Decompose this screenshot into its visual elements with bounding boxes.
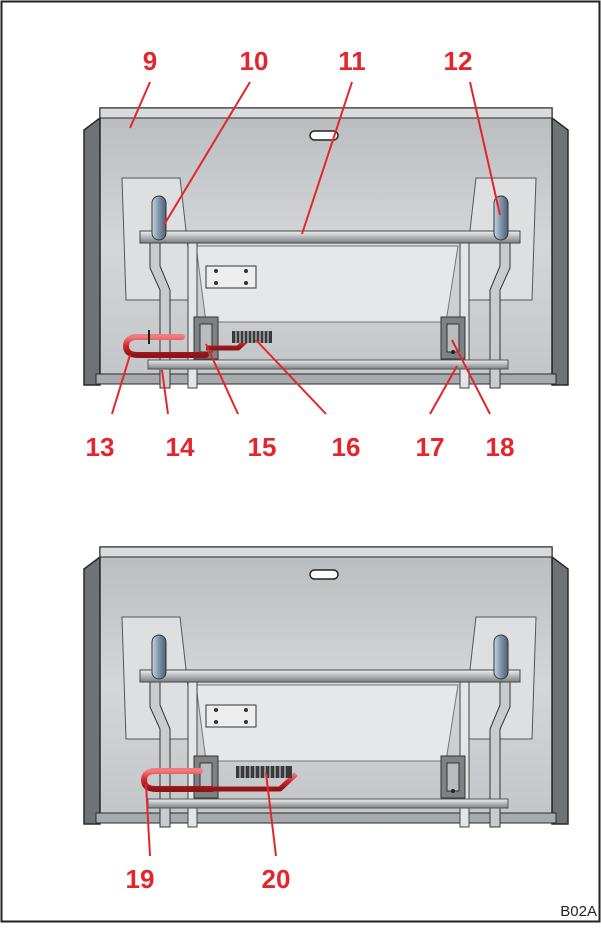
leader-16 <box>255 339 327 415</box>
callout-numbers: 9 10 11 12 13 14 15 16 17 18 19 20 <box>86 46 515 894</box>
callout-14: 14 <box>166 432 195 462</box>
leader-17 <box>429 365 458 415</box>
callout-18: 18 <box>486 432 515 462</box>
leader-19 <box>145 783 151 857</box>
leader-18 <box>451 339 491 415</box>
callout-19: 19 <box>126 864 155 894</box>
callout-13: 13 <box>86 432 115 462</box>
bucket-bottom <box>83 546 569 828</box>
leader-lines <box>111 81 501 857</box>
figure-code: B02A <box>560 903 597 920</box>
leader-10 <box>163 81 251 226</box>
locking-rod-bottom <box>140 766 446 792</box>
callout-17: 17 <box>416 432 445 462</box>
callout-16: 16 <box>332 432 361 462</box>
locking-rod-top <box>122 330 446 358</box>
leader-9 <box>129 81 151 129</box>
leader-20 <box>265 772 277 857</box>
callout-12: 12 <box>444 46 473 76</box>
callout-10: 10 <box>240 46 269 76</box>
callout-20: 20 <box>262 864 291 894</box>
callout-15: 15 <box>248 432 277 462</box>
leader-13 <box>111 354 131 415</box>
leader-11 <box>301 81 353 235</box>
leader-15 <box>205 343 239 415</box>
bucket-top <box>83 107 569 389</box>
callout-9: 9 <box>143 46 157 76</box>
leader-14 <box>161 369 169 415</box>
callout-11: 11 <box>338 46 366 76</box>
leader-12 <box>469 81 501 216</box>
